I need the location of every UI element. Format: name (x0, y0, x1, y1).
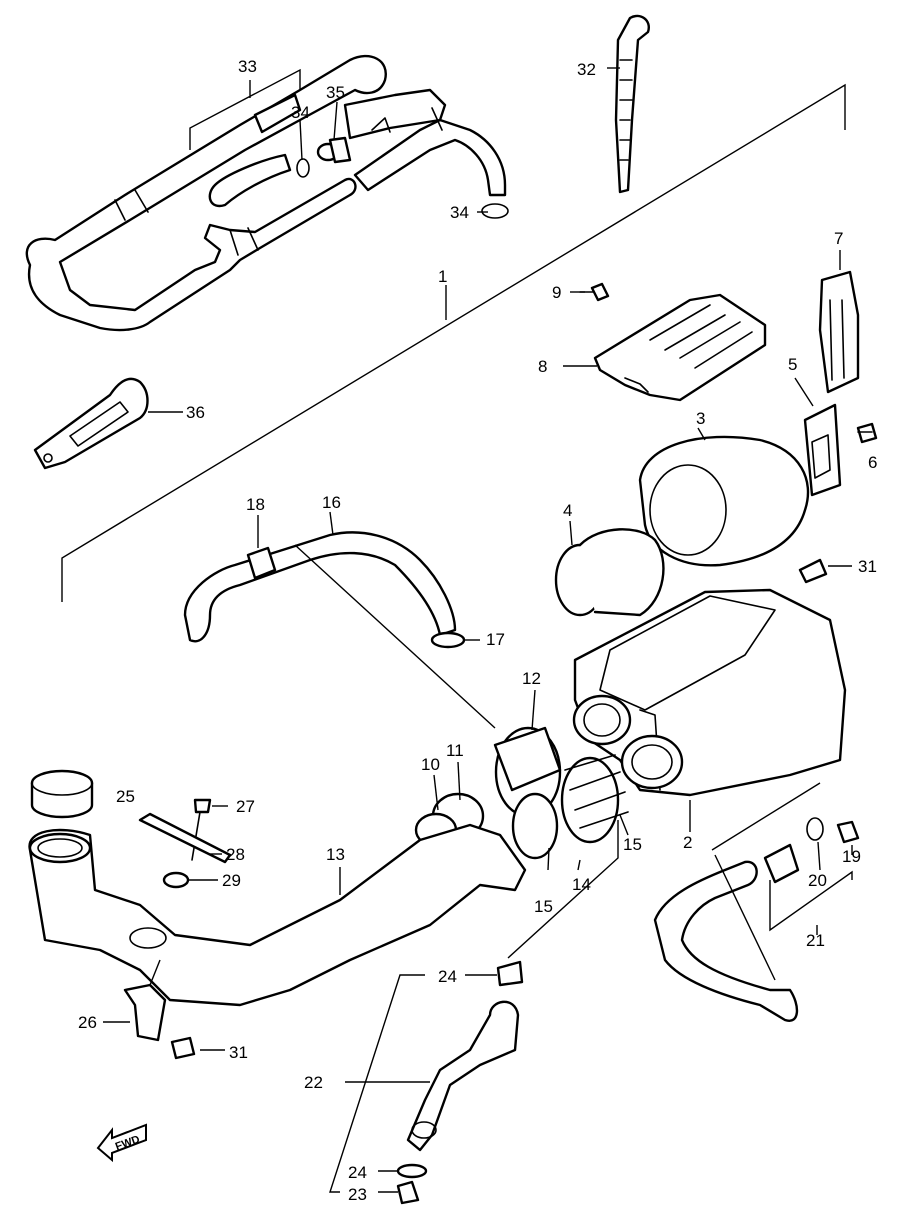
filter-element (638, 435, 810, 567)
filter-element-4 (554, 528, 665, 617)
gasket-5 (803, 403, 842, 497)
callout-13: 13 (326, 845, 345, 864)
callout-16: 16 (322, 493, 341, 512)
callout-31b: 31 (229, 1043, 248, 1062)
callout-8: 8 (538, 357, 547, 376)
bracket-36 (33, 377, 149, 470)
fwd-arrow-icon: FWD (96, 1123, 147, 1163)
ring-26 (30, 769, 94, 819)
callout-9: 9 (552, 283, 561, 302)
bracket-27 (123, 983, 167, 1042)
hose-16 (183, 531, 457, 643)
callout-24: 24 (348, 1163, 367, 1182)
callout-29: 29 (222, 871, 241, 890)
callout-34b: 34 (450, 203, 469, 222)
filter-cap (593, 293, 767, 402)
callout-12: 12 (522, 669, 541, 688)
callout-27: 26 (78, 1013, 97, 1032)
callout-19: 21 (806, 931, 825, 950)
callout-25: 24 (438, 967, 457, 986)
callout-3: 3 (696, 409, 705, 428)
bolt-6 (856, 422, 878, 444)
air-cleaner-case (572, 588, 847, 797)
callout-35: 35 (326, 83, 345, 102)
breather-hose-assembly (25, 54, 509, 332)
callout-6: 6 (868, 453, 877, 472)
hose-22 (406, 1000, 520, 1152)
clip-7 (818, 270, 860, 394)
callout-5: 5 (788, 355, 797, 374)
callout-4: 4 (563, 501, 572, 520)
callout-30: 28 (226, 845, 245, 864)
callout-33: 33 (238, 57, 257, 76)
callout-22: 22 (304, 1073, 323, 1092)
callout-1: 1 (438, 267, 447, 286)
callout-32: 32 (577, 60, 596, 79)
callout-labels: 33 34 35 32 34 1 9 7 8 36 5 3 6 18 16 4 … (78, 57, 877, 1204)
callout-18: 18 (246, 495, 265, 514)
callout-17: 17 (486, 630, 505, 649)
callout-14: 14 (572, 875, 591, 894)
callout-21: 20 (808, 871, 827, 890)
hose-19 (653, 843, 800, 1022)
callout-10: 10 (421, 755, 440, 774)
cable-tie (614, 14, 650, 194)
callout-31a: 31 (858, 557, 877, 576)
screw-9 (579, 282, 610, 302)
callout-15a: 15 (623, 835, 642, 854)
callout-7: 7 (834, 229, 843, 248)
intake-duct (28, 823, 527, 1007)
callout-36: 36 (186, 403, 205, 422)
callout-2: 2 (683, 833, 692, 852)
callout-26: 25 (116, 787, 135, 806)
callout-23: 23 (348, 1185, 367, 1204)
callout-20: 19 (842, 847, 861, 866)
callout-34a: 34 (291, 103, 310, 122)
callout-15b: 15 (534, 897, 553, 916)
callout-28: 27 (236, 797, 255, 816)
callout-11: 11 (446, 741, 464, 760)
